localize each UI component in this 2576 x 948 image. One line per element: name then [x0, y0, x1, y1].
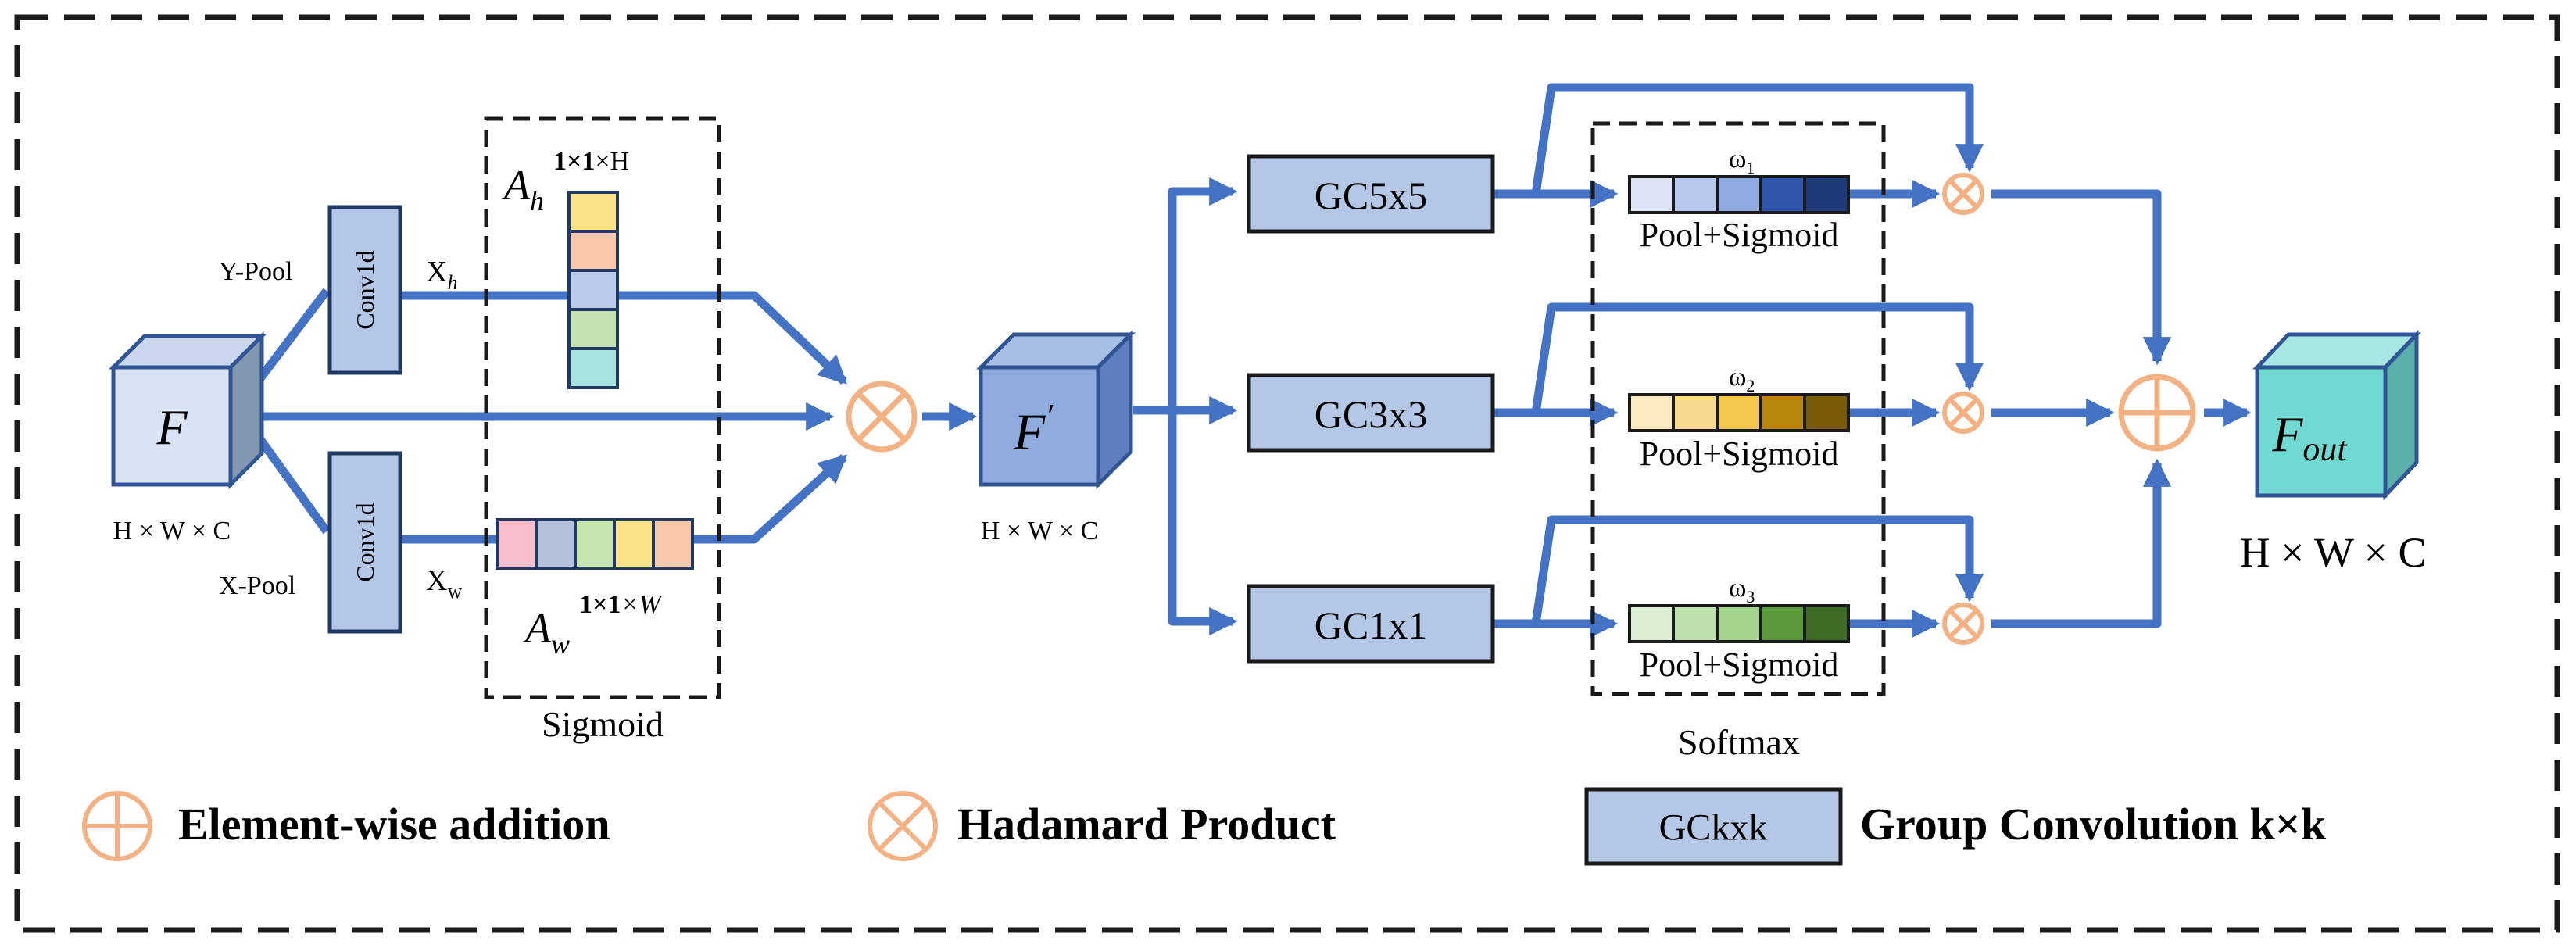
x-pool-label: X-Pool: [219, 571, 295, 600]
omega3-label: ω3: [1729, 574, 1755, 606]
omega3-vector: [1628, 604, 1850, 643]
outer-frame: [14, 14, 2560, 933]
svg-text:GC1x1: GC1x1: [1315, 603, 1427, 647]
ah-cell-5: [567, 347, 619, 389]
output-dims: H × W × C: [2240, 529, 2427, 576]
arrow-xh-to-hadamard: [400, 291, 847, 385]
sigmoid-dashed-box: [484, 116, 721, 699]
branch2-skip: [1531, 302, 1984, 413]
legend-hadamard-icon: [868, 791, 938, 861]
input-cube: F: [108, 331, 267, 490]
hadamard-operator-branch3: [1942, 603, 1984, 645]
legend-gc-label: Group Convolution k×k: [1860, 799, 2327, 850]
gc3x3-box: GC3x3: [1247, 373, 1495, 453]
xh-label: Xh: [426, 256, 457, 294]
svg-text:GC3x3: GC3x3: [1315, 392, 1427, 436]
legend-addition-label: Element-wise addition: [178, 799, 610, 850]
conv1d-top: Conv1d: [327, 205, 402, 375]
arrow-input-to-ypool-conv: [254, 288, 331, 385]
gc5x5-box: GC5x5: [1247, 154, 1495, 234]
ah-vector: [567, 191, 619, 389]
aw-vector: [496, 518, 694, 570]
legend-addition-icon: [82, 791, 152, 861]
omega2-vector: [1628, 393, 1850, 432]
ah-cell-2: [567, 230, 619, 272]
svg-text:Conv1d: Conv1d: [351, 503, 379, 581]
y-pool-label: Y-Pool: [219, 257, 292, 286]
legend-hadamard-label: Hadamard Product: [957, 799, 1336, 850]
omega1-vector: [1628, 175, 1850, 214]
fprime-cube: F′: [975, 329, 1136, 490]
connector-fprime-split: [1133, 177, 1238, 415]
pool-sigmoid-3: Pool+Sigmoid: [1640, 646, 1839, 684]
fprime-dims: H × W × C: [981, 517, 1098, 546]
omega1-label: ω1: [1729, 145, 1755, 177]
pool-sigmoid-1: Pool+Sigmoid: [1640, 216, 1839, 254]
pool-sigmoid-2: Pool+Sigmoid: [1640, 435, 1839, 473]
legend: Element-wise addition Hadamard Product G…: [82, 787, 2327, 866]
sigmoid-label: Sigmoid: [542, 704, 664, 744]
branch1-to-sum: [1991, 189, 2172, 366]
omega2-label: ω2: [1729, 363, 1755, 395]
svg-text:GC5x5: GC5x5: [1315, 174, 1427, 217]
connector-fprime-bottom: [1168, 410, 1238, 636]
ah-label: Ah1×1×H: [502, 147, 629, 216]
branch3-to-sum: [1991, 458, 2172, 628]
aw-cell-5: [652, 518, 694, 570]
ah-cell-4: [567, 308, 619, 350]
hadamard-operator-branch2: [1942, 392, 1984, 434]
input-dims: H × W × C: [113, 517, 231, 546]
aw-cell-1: [496, 518, 538, 570]
aw-cell-3: [574, 518, 616, 570]
softmax-label: Softmax: [1678, 722, 1800, 762]
connectors: [254, 83, 2252, 639]
aw-cell-2: [535, 518, 577, 570]
output-cube: Fout: [2252, 329, 2421, 501]
xw-label: Xw: [426, 564, 462, 603]
addition-operator: [2118, 374, 2196, 452]
svg-text:GCkxk: GCkxk: [1659, 807, 1768, 849]
ah-cell-1: [567, 191, 619, 233]
aw-label: Aw1×1×W: [523, 590, 663, 660]
arrow-input-to-xpool-conv: [254, 433, 331, 535]
aw-cell-4: [613, 518, 655, 570]
hadamard-operator-attention: [846, 381, 918, 453]
hadamard-operator-branch1: [1942, 173, 1984, 215]
conv1d-bottom: Conv1d: [327, 451, 402, 634]
softmax-dashed-box: [1590, 121, 1886, 696]
input-cube-label: F: [156, 399, 188, 455]
output-cube-label: Fout: [2271, 406, 2348, 468]
branch1-skip: [1531, 83, 1984, 195]
ah-cell-3: [567, 269, 619, 311]
branch3-skip: [1531, 515, 1984, 624]
gc1x1-box: GC1x1: [1247, 584, 1495, 664]
legend-gc-symbol: GCkxk: [1584, 787, 1843, 866]
svg-text:Conv1d: Conv1d: [351, 250, 379, 329]
fprime-label: F′: [1013, 397, 1054, 461]
